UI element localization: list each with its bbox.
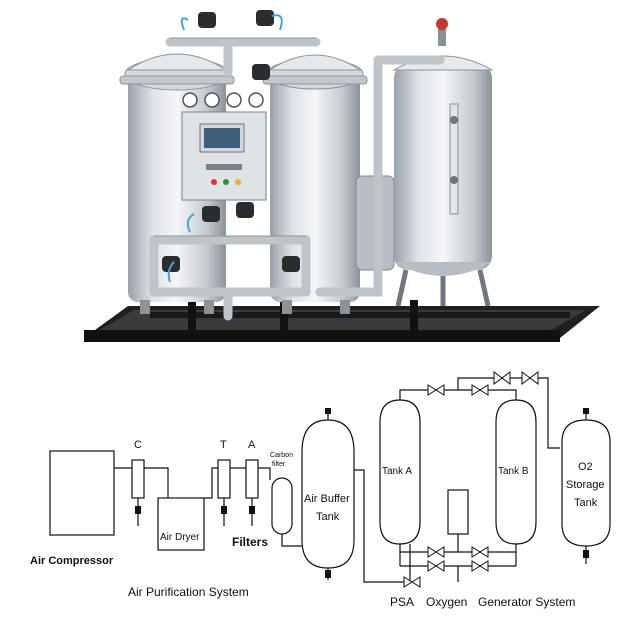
label-tank: Tank: [574, 497, 598, 509]
tank-b: [495, 399, 537, 545]
label-air-buffer-1: Air Buffer: [304, 493, 350, 505]
filter-c: [131, 459, 145, 499]
tank-a: [379, 399, 421, 545]
air-compressor-box: [49, 450, 115, 536]
label-filter-c: C: [134, 439, 142, 451]
oxygen-silencer: [447, 489, 469, 535]
label-air-buffer-2: Tank: [316, 511, 340, 523]
label-carbon-filter-2: filter: [272, 461, 286, 468]
filter-t: [217, 459, 231, 499]
oxygen-storage-vessel: [392, 18, 494, 307]
label-generator-system: Generator System: [478, 595, 575, 609]
carbon-filter: [271, 477, 293, 535]
label-tank-a: Tank A: [382, 466, 412, 477]
filter-a: [245, 459, 259, 499]
label-carbon-filter-1: Carbon: [270, 452, 293, 459]
label-storage: Storage: [566, 479, 605, 491]
process-schematic: Air Compressor C T A Air Dryer Carbon fi…: [30, 371, 611, 609]
drain-valve-icon: [135, 408, 589, 578]
air-buffer-tank: [301, 419, 355, 569]
oxygen-generator-illustration: [84, 10, 600, 342]
label-psa: PSA: [390, 595, 414, 609]
air-dryer-box: [157, 497, 205, 551]
label-filter-a: A: [248, 439, 256, 451]
pressure-gauge-icon: [182, 92, 264, 108]
label-tank-b: Tank B: [498, 466, 529, 477]
label-oxygen: Oxygen: [426, 595, 467, 609]
label-air-purification-system: Air Purification System: [128, 585, 249, 599]
piping: [149, 37, 445, 321]
valve-icon: [403, 371, 539, 588]
label-air-compressor: Air Compressor: [30, 555, 114, 567]
control-panel-icon: [181, 111, 267, 201]
label-air-dryer: Air Dryer: [160, 532, 200, 543]
o2-storage-tank: [561, 419, 611, 547]
label-filters: Filters: [232, 535, 268, 549]
solenoid-valve-icon: [162, 10, 300, 272]
label-filter-t: T: [220, 439, 227, 451]
adsorption-tower-right: [262, 54, 368, 314]
label-o2: O2: [578, 461, 593, 473]
